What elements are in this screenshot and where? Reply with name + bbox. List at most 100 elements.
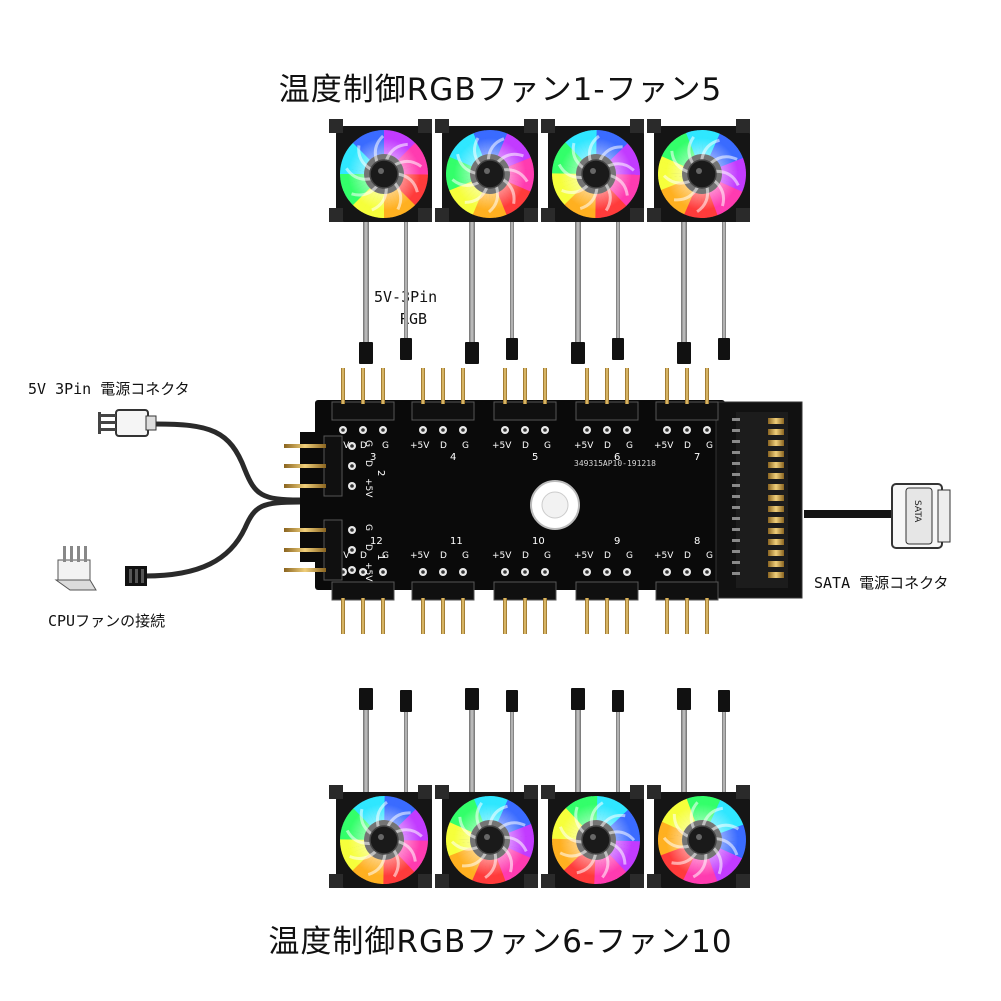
power-plug-pin xyxy=(100,414,116,417)
header-housing xyxy=(411,401,475,421)
cpu-header-icon xyxy=(54,546,97,591)
fan-blade xyxy=(503,168,529,183)
header-pin xyxy=(361,368,365,404)
solder-hole xyxy=(665,428,669,432)
cable-plug xyxy=(718,338,730,360)
board-serial: 349315AP10-191218 xyxy=(574,459,656,468)
fan-blade xyxy=(673,186,699,202)
fan-blade xyxy=(701,806,724,827)
solder-hole xyxy=(523,428,527,432)
solder-hole xyxy=(421,570,425,574)
cable-plug xyxy=(359,688,373,710)
pin-label: D xyxy=(522,551,529,561)
pin-label: G xyxy=(462,441,469,451)
fan-corner-tab xyxy=(736,785,750,799)
header-number: 10 xyxy=(532,536,545,547)
pin-label: G xyxy=(382,441,389,451)
solder-hole xyxy=(341,428,345,432)
header-pin xyxy=(685,598,689,634)
solder-hole xyxy=(350,548,354,552)
header-number: 7 xyxy=(694,452,700,463)
cable-plug xyxy=(571,688,585,710)
fan-blade xyxy=(579,187,599,211)
header-pin xyxy=(523,598,527,634)
fan-corner-tab xyxy=(541,874,555,888)
solder-hole xyxy=(523,570,527,574)
fan-cable xyxy=(469,222,475,345)
fan-hub-highlight xyxy=(378,834,384,840)
pin-label: D xyxy=(363,460,373,467)
header-pin xyxy=(284,444,326,448)
header-number: 3 xyxy=(370,452,376,463)
fan-corner-tab xyxy=(329,208,343,222)
fan-blade xyxy=(589,801,604,827)
header-number: 11 xyxy=(450,536,463,547)
cpu-header-pin xyxy=(84,546,87,562)
sata-pin xyxy=(768,473,784,479)
cpu-plug-slot xyxy=(129,569,132,583)
fan-corner-tab xyxy=(435,785,449,799)
pin-label: +5V xyxy=(363,478,373,498)
fan-hub-highlight xyxy=(590,168,596,174)
fan-blade xyxy=(367,853,387,877)
fan-blade xyxy=(662,836,690,849)
pcb xyxy=(315,400,725,590)
sata-solder xyxy=(732,528,740,531)
fan-hub xyxy=(475,825,505,855)
fan-hub-highlight xyxy=(590,834,596,840)
fan-blade xyxy=(473,137,481,166)
cable-plug xyxy=(612,690,624,712)
fan-cable xyxy=(510,705,514,795)
fan-blade xyxy=(604,183,612,212)
header-number: 12 xyxy=(370,536,383,547)
sata-pin xyxy=(768,495,784,501)
sata-pin xyxy=(768,517,784,523)
fan-cable xyxy=(363,705,369,795)
header-housing xyxy=(575,581,639,601)
solder-hole xyxy=(685,428,689,432)
cable-plug xyxy=(718,690,730,712)
fan-blade xyxy=(394,828,423,838)
fan-blade xyxy=(503,835,528,853)
fan-hub-highlight xyxy=(484,834,490,840)
sata-plug-face xyxy=(905,487,933,545)
fan-blade xyxy=(359,808,373,836)
pin-label: G xyxy=(626,551,633,561)
sata-solder xyxy=(732,429,740,432)
cable-plug xyxy=(506,338,518,360)
fan-blade xyxy=(345,167,372,181)
cable-plug xyxy=(400,338,412,360)
pin-label: D xyxy=(604,551,611,561)
fan-cable xyxy=(404,222,408,345)
power-plug-boot xyxy=(145,415,157,431)
header-pin xyxy=(543,368,547,404)
rgb-fan xyxy=(435,119,538,222)
fan-blade xyxy=(696,186,710,213)
fan-cable xyxy=(363,222,369,345)
fan-hub-highlight xyxy=(378,168,384,174)
fan-blade xyxy=(375,800,388,828)
fan-blade xyxy=(558,826,583,844)
sata-solder xyxy=(732,550,740,553)
fan-cable xyxy=(575,222,581,345)
header-pin xyxy=(665,368,669,404)
header-pin xyxy=(441,368,445,404)
fan-corner-tab xyxy=(524,874,538,888)
header-pin xyxy=(585,368,589,404)
fan-corner-tab xyxy=(736,208,750,222)
cpu-plug-slot xyxy=(141,569,144,583)
solder-hole xyxy=(625,570,629,574)
left-header-labels: GD+5V xyxy=(363,440,373,498)
sata-pin xyxy=(768,539,784,545)
cpu-header-pin xyxy=(77,546,80,562)
fan-blade xyxy=(687,136,695,165)
fan-blade xyxy=(501,845,514,873)
header-pin xyxy=(461,598,465,634)
header-pin xyxy=(341,598,345,634)
sata-cable xyxy=(804,510,894,518)
header-pin xyxy=(523,368,527,404)
fan-blade xyxy=(488,804,508,827)
fan-hub xyxy=(687,825,717,855)
